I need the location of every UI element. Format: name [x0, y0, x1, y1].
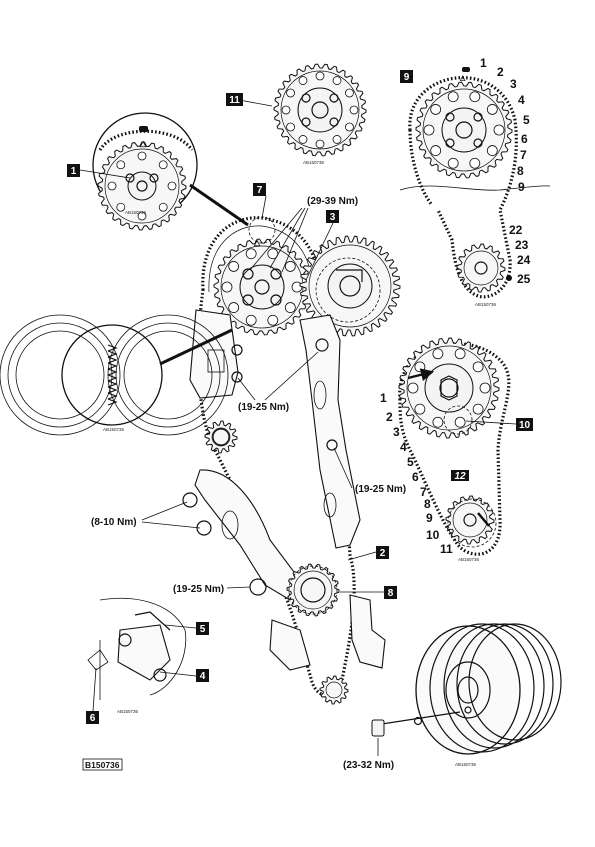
detail-oil-pump: AB150736	[87, 597, 187, 714]
cam-bolt-4	[270, 294, 282, 306]
upper-count-1: 1	[480, 56, 487, 70]
svg-text:△: △	[139, 139, 147, 148]
callout-label-9: 9	[404, 72, 410, 83]
oil-pump-sprocket	[319, 675, 349, 705]
svg-text:△: △	[459, 75, 466, 82]
cam-bolt-2	[270, 268, 282, 280]
torque-cam-bolts: (29-39 Nm)	[307, 196, 358, 207]
detail-code-4: AB150736	[475, 302, 497, 307]
callout-box-2	[376, 546, 389, 559]
tensioner-bolt-2	[231, 371, 243, 383]
crankshaft-pulley: AB150736	[371, 623, 562, 767]
tensioner-bolt-1	[231, 344, 243, 356]
callout-box-12	[451, 470, 469, 481]
callout-box-4	[196, 669, 209, 682]
right-guide-bolt-upper	[315, 338, 329, 352]
detail-code-3: AB150736	[303, 160, 325, 165]
upper-count-24: 24	[517, 253, 531, 267]
callout-label-10: 10	[519, 420, 531, 431]
torque-right-guide: (19-25 Nm)	[355, 484, 406, 495]
callout-label-7: 7	[257, 185, 263, 196]
right-chain-guide	[299, 314, 361, 549]
lower-count-9: 9	[426, 511, 433, 525]
callout-label-12: 12	[454, 471, 466, 482]
pump-hub	[327, 263, 373, 309]
callout-label-1: 1	[71, 166, 77, 177]
main-assembly: △	[182, 216, 401, 705]
callout-box-5	[196, 622, 209, 635]
cam-bolt-3	[242, 294, 254, 306]
detail-code-6: AB150736	[117, 709, 139, 714]
panel-upper-right: △ AB150736	[399, 67, 551, 307]
lower-count-11: 11	[440, 542, 453, 556]
torque-left-guide: (8-10 Nm)	[91, 517, 137, 528]
callout-label-11: 11	[229, 95, 240, 106]
left-guide-bolt-1	[182, 492, 198, 508]
lower-count-3: 3	[393, 425, 400, 439]
callout-label-5: 5	[200, 624, 206, 635]
right-guide-bolt-lower	[326, 439, 338, 451]
detail-code-2: AB150736	[103, 427, 125, 432]
upper-count-8: 8	[517, 164, 524, 178]
chain-tensioner	[189, 309, 239, 399]
lower-count-6: 6	[412, 470, 419, 484]
callout-box-6	[86, 711, 99, 724]
callout-label-6: 6	[90, 713, 96, 724]
lower-count-4: 4	[400, 440, 407, 454]
upper-count-23: 23	[515, 238, 529, 252]
callout-label-4: 4	[200, 671, 206, 682]
upper-count-6: 6	[521, 132, 528, 146]
upper-count-9: 9	[518, 180, 525, 194]
callout-label-8: 8	[388, 588, 394, 599]
timing-chain	[196, 216, 356, 697]
upper-count-7: 7	[520, 148, 527, 162]
torque-lower-bolt: (19-25 Nm)	[173, 584, 224, 595]
callout-label-3: 3	[330, 212, 336, 223]
camshaft-hub	[239, 264, 285, 310]
callout-box-8	[384, 586, 397, 599]
crankshaft-hub	[300, 577, 326, 603]
detail-cam-sprocket: AB150736	[273, 63, 367, 165]
callout-box-3	[326, 210, 339, 223]
callout-box-9	[400, 70, 413, 83]
upper-count-22: 22	[509, 223, 523, 237]
svg-text:△: △	[253, 238, 261, 247]
panel-lower-right: AB150736	[398, 337, 511, 562]
upper-count-4: 4	[518, 93, 525, 107]
lower-count-1: 1	[380, 391, 387, 405]
lower-count-8: 8	[424, 497, 431, 511]
upper-count-25: 25	[517, 272, 531, 286]
lower-guide-bolt	[249, 578, 267, 596]
upper-count-5: 5	[523, 113, 530, 127]
upper-count-3: 3	[510, 77, 517, 91]
detail-code-5: AB150736	[458, 557, 480, 562]
left-tensioner-guide	[194, 469, 301, 601]
lower-count-5: 5	[407, 455, 414, 469]
crankshaft-sprocket	[286, 563, 340, 617]
callout-box-7	[253, 183, 266, 196]
camshaft-center-bolt	[254, 279, 270, 295]
callout-box-10	[516, 418, 533, 431]
detail-cam-mark: △ AB150736	[92, 112, 249, 231]
upper-count-2: 2	[497, 65, 504, 79]
callout-label-2: 2	[380, 548, 386, 559]
detail-code-7: AB150736	[455, 762, 477, 767]
detail-gear-mesh: AB150736	[0, 314, 233, 436]
callout-box-11	[226, 93, 243, 106]
lower-count-7: 7	[420, 485, 427, 499]
lower-count-10: 10	[426, 528, 440, 542]
torque-tensioner-bolts: (19-25 Nm)	[238, 402, 289, 413]
lower-count-2: 2	[386, 410, 393, 424]
detail-code-1: AB150736	[125, 210, 147, 215]
callout-box-1	[67, 164, 80, 177]
figure-code: B150736	[85, 760, 120, 770]
cam-bolt-1	[242, 268, 254, 280]
idler-sprocket	[204, 420, 238, 454]
torque-pulley-bolt: (23-32 Nm)	[343, 760, 394, 771]
